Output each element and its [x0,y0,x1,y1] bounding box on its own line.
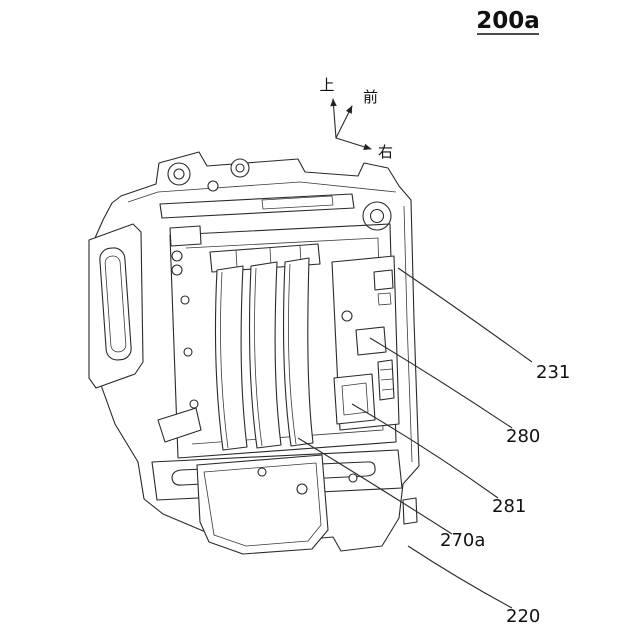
callout-231: 231 [536,362,570,383]
figure-drawing [88,151,420,555]
callout-220: 220 [506,606,540,627]
left-connector-slot [99,247,132,361]
screw-left-1 [180,295,190,305]
left-wedge-plate [157,407,202,443]
top-rail-slot [261,195,334,210]
bottom-bracket-hole-2 [257,467,267,477]
ribbon-cable-fold-lines [220,263,297,449]
hinge-block [169,225,202,247]
screw-left-3 [189,399,199,409]
bottom-bracket [196,454,329,555]
board-component-231b [377,292,392,306]
axis-right-label: 右 [378,143,393,161]
board-component-231 [373,269,394,291]
callout-labels: 231 280 281 270a 220 [440,362,570,627]
axis-indicator: 上 前 右 [319,76,393,161]
axis-right-arrow [335,137,372,151]
bracket-component-281 [333,373,376,425]
connector-strip [377,359,395,401]
bracket-component-281-inner [341,382,369,416]
callout-281: 281 [492,496,526,517]
board-screw [341,310,353,322]
left-connector-slot-inner [104,255,127,353]
bottom-right-tab [402,497,418,525]
board-component-280 [355,326,387,356]
hinge-bolt-2 [171,264,183,276]
ribbon-cable-3 [282,257,314,447]
bottom-bracket-hole-1 [296,483,308,495]
axis-front-label: 前 [363,88,378,106]
corner-ring-bore [369,208,385,224]
frame-edge-line [403,205,413,463]
top-rail [159,193,355,219]
axis-up-label: 上 [319,76,334,94]
leader-line-280 [369,337,513,429]
top-boss-small-bore [235,163,245,173]
axis-front-arrow [335,105,353,139]
hinge-bolt-1 [171,250,183,262]
callout-leaders [297,267,533,609]
figure-title: 200a [476,8,540,34]
axis-up-arrow [330,98,337,139]
figure-title-group: 200a [476,8,540,35]
leader-line-270a [297,437,453,535]
bottom-bracket-inner [203,462,322,547]
callout-270a: 270a [440,530,485,551]
callout-280: 280 [506,426,540,447]
connector-strip-pins [379,368,394,391]
top-boss-large-bore [173,168,185,180]
leader-line-281 [351,403,499,499]
bottom-rail-screw [348,473,358,483]
frame-top-edge-line [127,181,397,203]
leader-line-220 [407,545,513,609]
inner-frame [169,223,397,459]
screw-left-2 [183,347,193,357]
top-screw [207,180,219,192]
leader-line-231 [397,267,533,363]
